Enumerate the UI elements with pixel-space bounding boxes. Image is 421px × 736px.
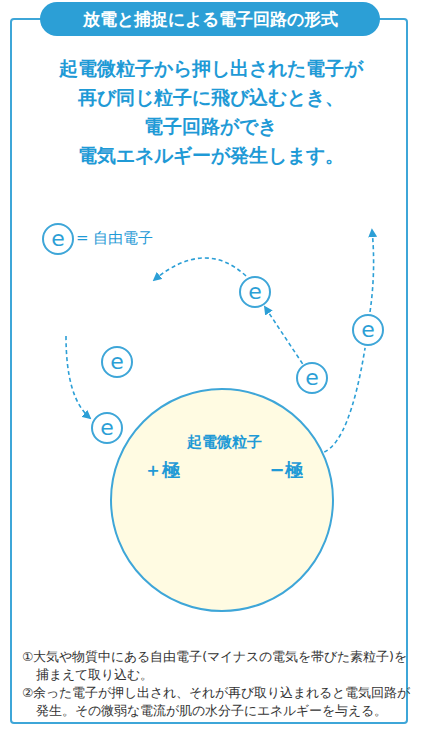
heading-line: 再び同じ粒子に飛び込むとき、 — [14, 85, 407, 109]
note-text: ①大気や物質中にある自由電子(マイナスの電気を帯びた素粒子)を捕まえて取り込む。 — [22, 648, 414, 684]
pole-label: −極 — [269, 458, 302, 482]
electron-circle: e — [101, 346, 133, 378]
electron-symbol: e — [51, 228, 65, 250]
electron-circle: e — [91, 412, 123, 444]
heading-line: 起電微粒子から押し出された電子が — [14, 56, 407, 80]
note-text: ②余った電子が押し出され、それが再び取り込まれると電気回路が発生。その微弱な電流… — [22, 684, 414, 720]
electron-symbol: e — [248, 281, 262, 303]
electron-symbol: e — [361, 319, 375, 341]
title-banner: 放電と捕捉による電子回路の形式 — [40, 2, 380, 36]
electron-symbol: e — [110, 351, 124, 373]
in-arrow — [66, 336, 90, 418]
electron-circle: e — [42, 223, 74, 255]
legend-text: = 自由電子 — [76, 229, 153, 248]
out-arrow — [154, 258, 246, 280]
electron-path — [265, 307, 303, 364]
heading-line: 電気エネルギーが発生します。 — [14, 143, 407, 167]
electron-circle: e — [239, 276, 271, 308]
pole-label: ＋極 — [144, 458, 180, 482]
title-text: 放電と捕捉による電子回路の形式 — [83, 8, 338, 31]
out-arrow — [370, 230, 374, 312]
electron-circle: e — [296, 362, 328, 394]
electron-circle: e — [352, 314, 384, 346]
heading-line: 電子回路ができ — [14, 114, 407, 138]
particle-circle: 起電微粒子 ＋極 −極 — [110, 388, 334, 612]
electron-path — [324, 348, 365, 452]
electron-symbol: e — [305, 367, 319, 389]
particle-name: 起電微粒子 — [187, 433, 262, 452]
electron-symbol: e — [100, 417, 114, 439]
